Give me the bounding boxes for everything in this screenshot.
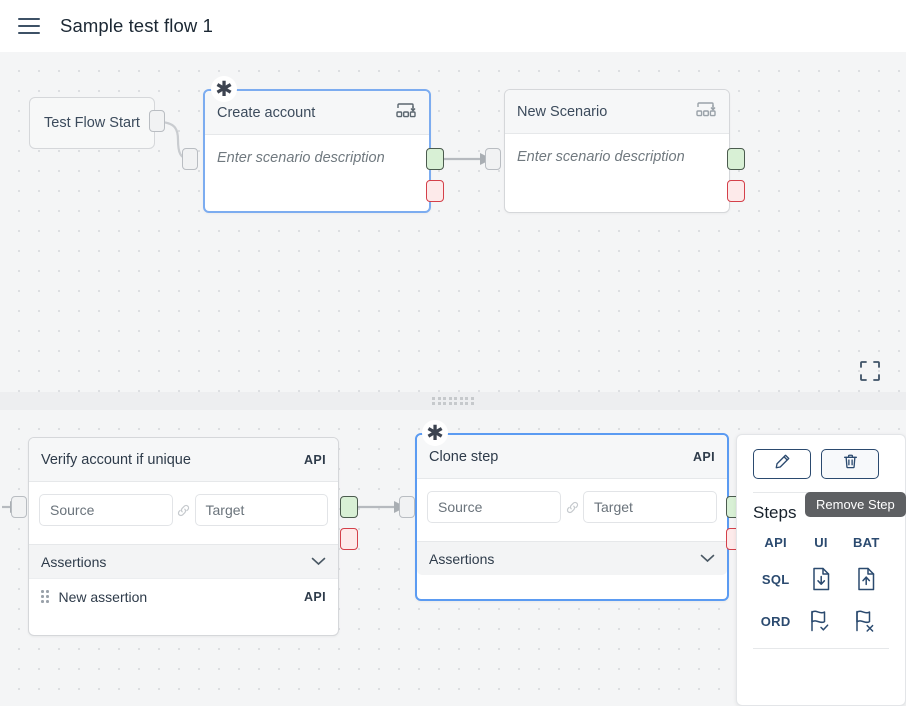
scenario-title: Create account bbox=[217, 104, 316, 121]
remove-step-tooltip: Remove Step bbox=[805, 492, 906, 517]
verify-error-port[interactable] bbox=[340, 528, 358, 550]
step-header: Clone step API bbox=[417, 435, 727, 479]
drag-handle-icon[interactable] bbox=[41, 590, 49, 603]
node-step-clone-step[interactable]: Clone step API Source Target Assertions bbox=[415, 433, 729, 601]
verify-success-port[interactable] bbox=[340, 496, 358, 518]
step-body: Source Target bbox=[29, 482, 338, 544]
delete-step-button[interactable] bbox=[821, 449, 879, 479]
flag-x-icon[interactable] bbox=[853, 608, 879, 634]
scenario-canvas[interactable]: Test Flow Start ✱ Create account Enter s… bbox=[0, 52, 906, 392]
fullscreen-icon[interactable] bbox=[859, 360, 881, 382]
verify-input-port[interactable] bbox=[11, 496, 27, 518]
step-properties-panel: Steps API UI BAT SQL ORD bbox=[736, 434, 906, 706]
assertions-label: Assertions bbox=[41, 553, 107, 570]
asterisk-badge: ✱ bbox=[211, 76, 237, 102]
step-body: Source Target bbox=[417, 479, 727, 541]
page-title: Sample test flow 1 bbox=[60, 15, 213, 36]
edit-step-button[interactable] bbox=[753, 449, 811, 479]
step-type-ord[interactable]: ORD bbox=[760, 613, 791, 629]
scenario-body: Enter scenario description bbox=[505, 134, 729, 180]
scenario-description-input[interactable]: Enter scenario description bbox=[517, 149, 685, 165]
step-title: Verify account if unique bbox=[41, 451, 191, 468]
target-input[interactable]: Target bbox=[194, 494, 328, 526]
node-start-label: Test Flow Start bbox=[44, 115, 140, 131]
node-step-verify-account[interactable]: Verify account if unique API Source Targ… bbox=[28, 437, 339, 636]
assertion-type-badge: API bbox=[303, 589, 326, 604]
assertions-toggle[interactable]: Assertions bbox=[417, 541, 727, 575]
panel-action-buttons bbox=[753, 449, 889, 479]
assertions-label: Assertions bbox=[429, 550, 495, 567]
new-scenario-success-port[interactable] bbox=[727, 148, 745, 170]
step-type-sql[interactable]: SQL bbox=[761, 571, 790, 587]
file-download-icon[interactable] bbox=[809, 566, 833, 592]
source-input[interactable]: Source bbox=[427, 491, 561, 523]
step-type-bat[interactable]: BAT bbox=[852, 535, 880, 550]
asterisk-badge: ✱ bbox=[422, 420, 448, 446]
step-type-ui[interactable]: UI bbox=[814, 535, 828, 550]
assertions-toggle[interactable]: Assertions bbox=[29, 544, 338, 578]
node-scenario-create-account[interactable]: Create account Enter scenario descriptio… bbox=[203, 89, 431, 213]
clone-input-port[interactable] bbox=[399, 496, 415, 518]
create-account-error-port[interactable] bbox=[426, 180, 444, 202]
pencil-icon bbox=[774, 453, 791, 475]
source-input[interactable]: Source bbox=[39, 494, 173, 526]
assertion-row[interactable]: New assertion API bbox=[29, 578, 338, 614]
step-header: Verify account if unique API bbox=[29, 438, 338, 482]
target-input[interactable]: Target bbox=[583, 491, 717, 523]
scenario-body: Enter scenario description bbox=[205, 135, 429, 181]
new-scenario-input-port[interactable] bbox=[485, 148, 501, 170]
trash-icon bbox=[842, 453, 859, 475]
create-account-success-port[interactable] bbox=[426, 148, 444, 170]
scenario-description-input[interactable]: Enter scenario description bbox=[217, 150, 385, 166]
link-icon bbox=[561, 500, 583, 515]
node-test-flow-start[interactable]: Test Flow Start bbox=[29, 97, 155, 149]
file-upload-icon[interactable] bbox=[854, 566, 878, 592]
panel-divider-bottom bbox=[753, 648, 889, 649]
step-type-badge: API bbox=[692, 449, 715, 464]
steps-palette: API UI BAT SQL ORD bbox=[753, 535, 889, 634]
start-output-port[interactable] bbox=[149, 110, 165, 132]
scenario-header: New Scenario bbox=[505, 90, 729, 134]
scenario-title: New Scenario bbox=[517, 103, 608, 120]
steps-palette-title: Steps bbox=[753, 503, 797, 522]
step-title: Clone step bbox=[429, 448, 499, 465]
sub-steps-icon[interactable] bbox=[395, 101, 417, 124]
assertion-name: New assertion bbox=[58, 588, 148, 605]
create-account-input-port[interactable] bbox=[182, 148, 198, 170]
sub-steps-icon[interactable] bbox=[695, 100, 717, 123]
chevron-down-icon bbox=[311, 553, 326, 571]
splitter-grip-icon bbox=[432, 396, 474, 406]
hamburger-icon[interactable] bbox=[16, 13, 42, 39]
node-scenario-new-scenario[interactable]: New Scenario Enter scenario description bbox=[504, 89, 730, 213]
chevron-down-icon bbox=[700, 550, 715, 568]
scenario-header: Create account bbox=[205, 91, 429, 135]
step-type-badge: API bbox=[303, 452, 326, 467]
new-scenario-error-port[interactable] bbox=[727, 180, 745, 202]
step-type-api[interactable]: API bbox=[764, 535, 787, 550]
link-icon bbox=[173, 503, 195, 518]
app-header: Sample test flow 1 bbox=[0, 0, 906, 52]
flag-check-icon[interactable] bbox=[808, 608, 834, 634]
canvas-splitter[interactable] bbox=[0, 392, 906, 410]
